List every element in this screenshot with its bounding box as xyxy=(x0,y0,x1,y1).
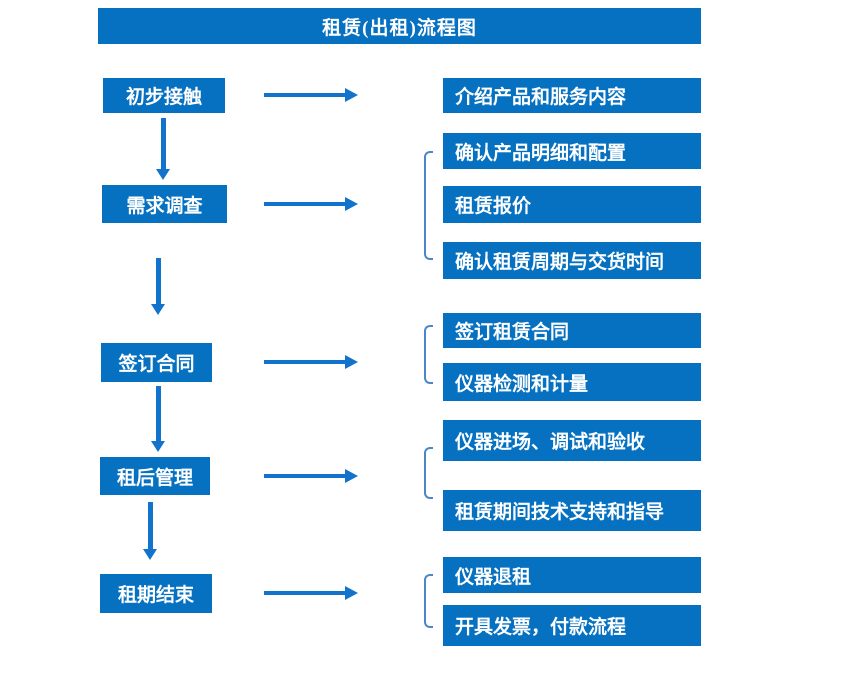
step-box-post-rental-management: 租后管理 xyxy=(100,457,210,495)
detail-label: 开具发票，付款流程 xyxy=(455,617,627,638)
arrow-right-3 xyxy=(264,355,358,369)
step-box-sign-contract: 签订合同 xyxy=(101,343,212,382)
detail-label: 确认租赁周期与交货时间 xyxy=(455,252,665,273)
detail-box: 确认产品明细和配置 xyxy=(443,133,701,169)
detail-box: 介绍产品和服务内容 xyxy=(443,78,701,113)
step-label: 租期结束 xyxy=(117,585,194,606)
arrow-down-2 xyxy=(151,258,165,315)
step-box-demand-survey: 需求调查 xyxy=(102,185,227,223)
step-label: 租后管理 xyxy=(116,467,193,489)
arrow-down-3 xyxy=(151,386,165,452)
detail-label: 仪器退租 xyxy=(455,566,532,588)
arrow-down-4 xyxy=(143,502,157,560)
arrow-right-1 xyxy=(264,88,358,102)
detail-label: 签订租赁合同 xyxy=(455,322,570,343)
arrow-right-2 xyxy=(264,197,358,211)
step-label: 需求调查 xyxy=(126,195,203,217)
step-label: 签订合同 xyxy=(118,354,195,375)
detail-box: 仪器检测和计量 xyxy=(443,363,701,401)
detail-label: 仪器进场、调试和验收 xyxy=(455,432,646,453)
detail-label: 租赁报价 xyxy=(455,196,532,217)
step-box-initial-contact: 初步接触 xyxy=(103,78,225,113)
group-bracket-5 xyxy=(424,574,433,628)
group-bracket-3 xyxy=(424,325,433,384)
detail-box: 确认租赁周期与交货时间 xyxy=(443,242,701,279)
detail-label: 确认产品明细和配置 xyxy=(455,142,627,164)
detail-box: 仪器进场、调试和验收 xyxy=(443,420,701,461)
detail-label: 介绍产品和服务内容 xyxy=(455,87,627,108)
detail-box: 仪器退租 xyxy=(443,557,701,593)
detail-box: 租赁期间技术支持和指导 xyxy=(443,490,701,531)
group-bracket-4 xyxy=(424,447,433,499)
step-box-rental-end: 租期结束 xyxy=(100,574,212,613)
step-label: 初步接触 xyxy=(125,87,202,108)
title-banner: 租赁(出租)流程图 xyxy=(98,8,701,44)
group-bracket-2 xyxy=(424,151,433,260)
arrow-right-4 xyxy=(264,469,358,483)
detail-box: 开具发票，付款流程 xyxy=(443,605,701,646)
arrow-right-5 xyxy=(264,586,358,600)
page-title: 租赁(出租)流程图 xyxy=(322,17,477,39)
detail-box: 签订租赁合同 xyxy=(443,313,701,348)
detail-label: 租赁期间技术支持和指导 xyxy=(455,502,665,523)
detail-label: 仪器检测和计量 xyxy=(455,373,589,395)
detail-box: 租赁报价 xyxy=(443,186,701,223)
arrow-down-1 xyxy=(156,118,170,180)
